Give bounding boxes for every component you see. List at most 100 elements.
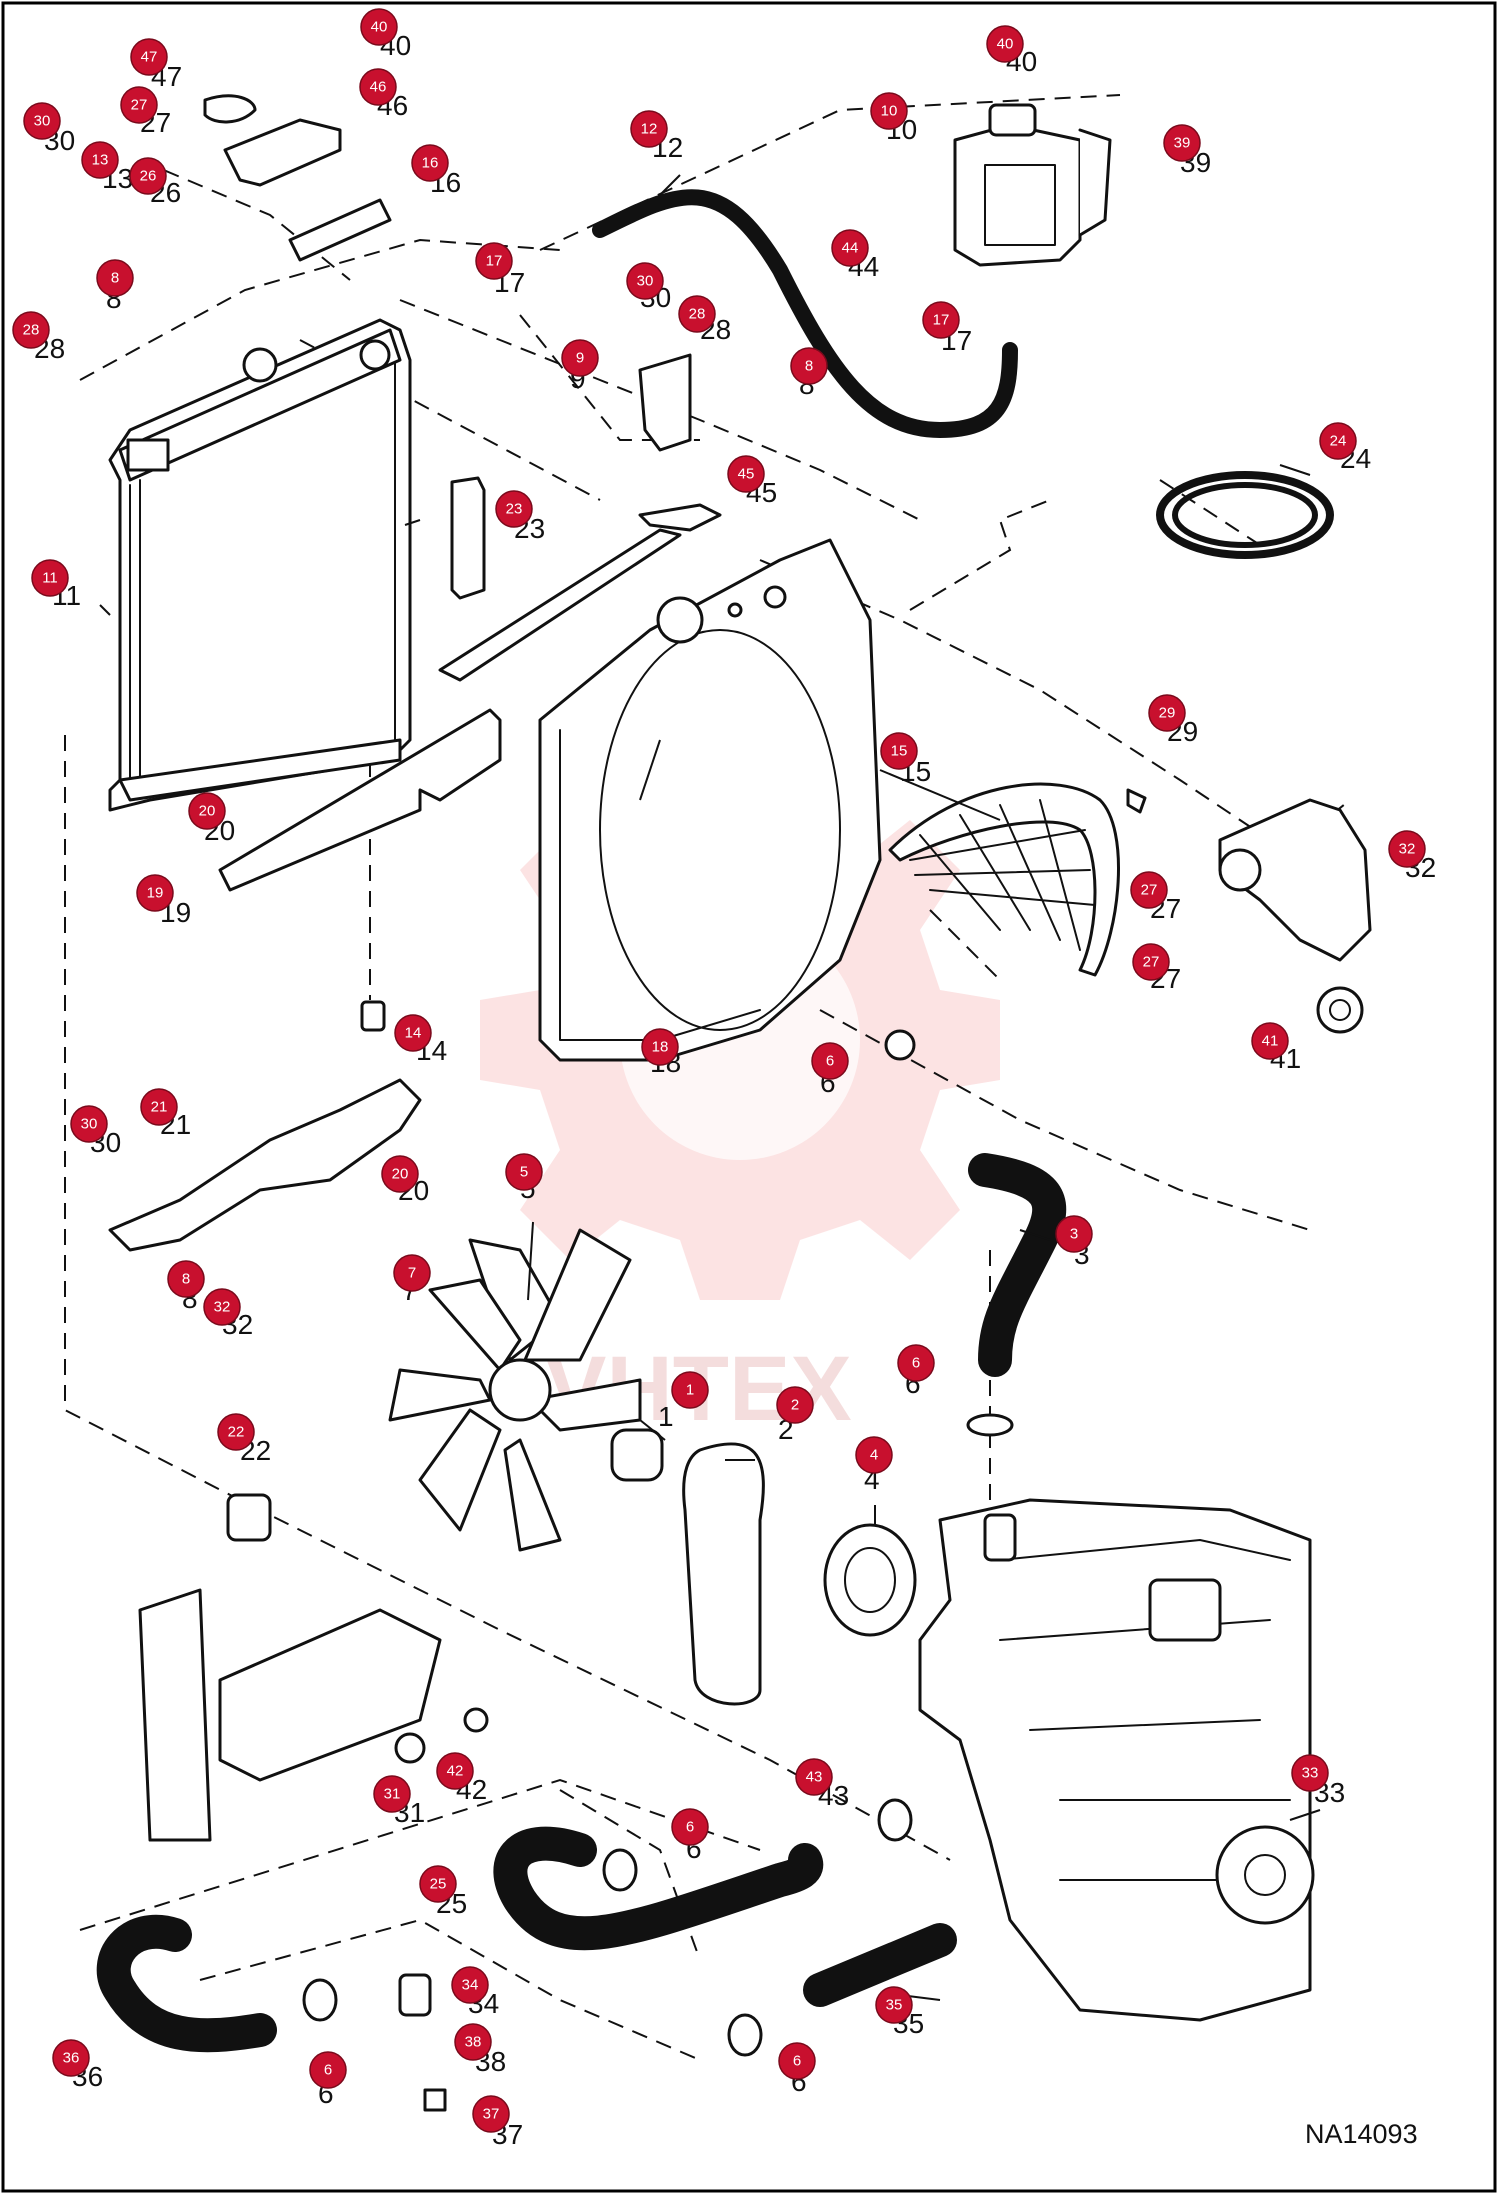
callout-badge-c17a[interactable] — [475, 242, 513, 280]
callout-badge-c25[interactable] — [419, 1865, 457, 1903]
callout-badge-c35[interactable] — [875, 1986, 913, 2024]
callout-badge-c8a[interactable] — [96, 259, 134, 297]
callout-badge-label-c12: 12 — [641, 121, 658, 138]
callout-badge-c6d[interactable] — [671, 1808, 709, 1846]
callout-badge-c30c[interactable] — [70, 1105, 108, 1143]
callout-badge-label-c43: 43 — [806, 1769, 823, 1786]
callout-badge-c14[interactable] — [394, 1014, 432, 1052]
callout-c4: 44 — [855, 1436, 893, 1495]
callout-badge-label-c27b: 27 — [1141, 882, 1158, 899]
callout-badge-label-c41: 41 — [1262, 1033, 1279, 1050]
hose-clamp-6d — [602, 1848, 638, 1892]
callout-badge-c34[interactable] — [451, 1966, 489, 2004]
callout-badge-label-c37: 37 — [483, 2106, 500, 2123]
callout-badge-c44[interactable] — [831, 229, 869, 267]
overflow-hose-part-12 — [592, 189, 1018, 438]
hose-clamp-43 — [877, 1798, 913, 1842]
callout-badge-label-c30a: 30 — [34, 113, 51, 130]
callout-badge-c27c[interactable] — [1132, 943, 1170, 981]
callout-badge-c40a[interactable] — [360, 8, 398, 46]
mount-plate-2 — [218, 1608, 442, 1782]
callout-badge-c20a[interactable] — [188, 792, 226, 830]
callout-badge-c28b[interactable] — [678, 295, 716, 333]
isolator-part-14 — [360, 1000, 386, 1032]
callout-badge-c6c[interactable] — [309, 2051, 347, 2089]
callout-badge-c47[interactable] — [130, 38, 168, 76]
callout-badge-c6a[interactable] — [811, 1042, 849, 1080]
callout-badge-c38[interactable] — [454, 2023, 492, 2061]
callout-badge-c5[interactable] — [505, 1153, 543, 1191]
callout-badge-label-c28a: 28 — [23, 322, 40, 339]
callout-badge-c46[interactable] — [359, 68, 397, 106]
fan-part-5 — [388, 1228, 642, 1552]
spacer-part-1 — [610, 1428, 664, 1482]
callout-badge-c7[interactable] — [393, 1254, 431, 1292]
callout-badge-c28a[interactable] — [12, 311, 50, 349]
callout-badge-label-c38: 38 — [465, 2034, 482, 2051]
callout-badge-c32b[interactable] — [203, 1288, 241, 1326]
callout-badge-c45[interactable] — [727, 455, 765, 493]
callout-badge-c31[interactable] — [373, 1775, 411, 1813]
callout-badge-c6e[interactable] — [778, 2042, 816, 2080]
callout-badge-label-c46: 46 — [370, 79, 387, 96]
callout-badge-c23[interactable] — [495, 490, 533, 528]
callout-badge-c10[interactable] — [870, 92, 908, 130]
callout-badge-c39[interactable] — [1163, 124, 1201, 162]
callout-badge-c3[interactable] — [1055, 1215, 1093, 1253]
callout-badge-c19[interactable] — [136, 874, 174, 912]
callout-badge-c11[interactable] — [31, 559, 69, 597]
callout-badge-c17b[interactable] — [922, 301, 960, 339]
callout-badge-c27a[interactable] — [120, 86, 158, 124]
pulley-part-4-inner — [844, 1547, 896, 1613]
callout-badge-c9[interactable] — [561, 339, 599, 377]
callout-badge-c16[interactable] — [411, 144, 449, 182]
callout-badge-c13[interactable] — [81, 141, 119, 179]
callout-badge-c36[interactable] — [52, 2039, 90, 2077]
callout-badge-c33[interactable] — [1291, 1754, 1329, 1792]
callout-badge-c30b[interactable] — [626, 262, 664, 300]
callout-badge-c12[interactable] — [630, 110, 668, 148]
callout-badge-c20b[interactable] — [381, 1155, 419, 1193]
callout-c5: 55 — [505, 1153, 543, 1204]
callout-badge-c8b[interactable] — [167, 1260, 205, 1298]
callout-badge-c30a[interactable] — [23, 102, 61, 140]
callout-badge-c4[interactable] — [855, 1436, 893, 1474]
callout-badge-c8c[interactable] — [790, 347, 828, 385]
callout-badge-c27b[interactable] — [1130, 871, 1168, 909]
callout-badge-c29[interactable] — [1148, 694, 1186, 732]
callout-badge-c26[interactable] — [129, 157, 167, 195]
callout-badge-c21[interactable] — [140, 1088, 178, 1126]
callout-badge-c42[interactable] — [436, 1752, 474, 1790]
clamp-part-47 — [203, 94, 257, 124]
callout-badge-c41[interactable] — [1251, 1022, 1289, 1060]
callout-badge-label-c39: 39 — [1174, 135, 1191, 152]
grommet-part-22 — [226, 1493, 272, 1542]
callout-badge-c15[interactable] — [880, 732, 918, 770]
callout-badge-c24[interactable] — [1319, 422, 1357, 460]
callout-badge-c1[interactable] — [671, 1371, 709, 1409]
callout-badge-c43[interactable] — [795, 1758, 833, 1796]
callout-badge-c37[interactable] — [472, 2095, 510, 2133]
callout-badge-c22[interactable] — [217, 1413, 255, 1451]
bracket-part-46 — [223, 118, 342, 187]
callout-badge-c2[interactable] — [776, 1386, 814, 1424]
callout-badge-c6b[interactable] — [897, 1344, 935, 1382]
callout-badge-c40b[interactable] — [986, 25, 1024, 63]
callout-badge-c32a[interactable] — [1388, 830, 1426, 868]
callout-badge-c18[interactable] — [641, 1028, 679, 1066]
callout-badge-label-c15: 15 — [891, 743, 908, 760]
